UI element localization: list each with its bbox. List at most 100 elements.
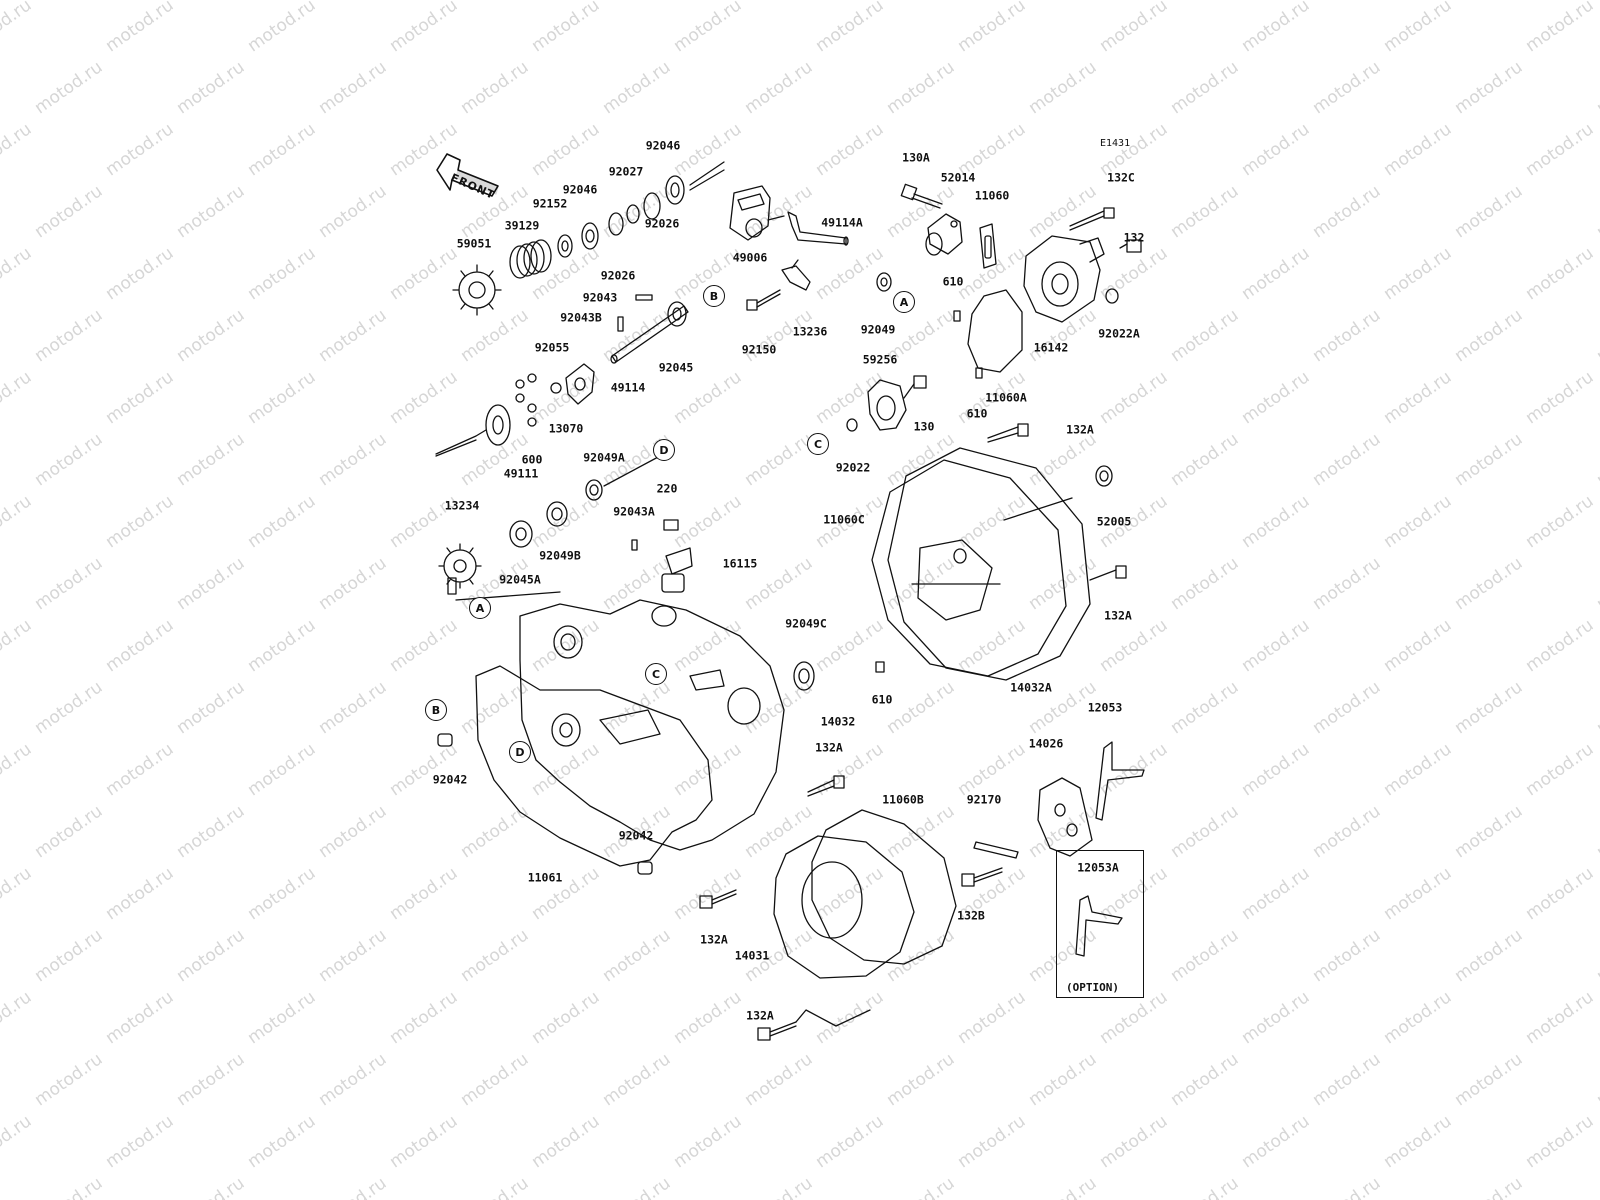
cover-axis-lines [911,497,1073,585]
bolt-132Ad-icon [699,889,737,909]
part-label-p11061: 11061 [527,870,563,885]
pin-92043-icon [635,294,653,301]
gasket-11060B-icon [811,809,957,965]
part-label-p132Ac: 132A [815,740,843,755]
seal-92049B-icon [546,501,568,527]
part-label-p49114A: 49114A [821,215,863,230]
part-label-p92026b: 92026 [600,268,636,283]
part-label-p92022: 92022 [835,460,871,475]
part-label-p132: 132 [1123,230,1145,245]
bolt-132Aa-icon [987,423,1029,443]
part-label-p92042b: 92042 [618,828,654,843]
dowel-92042b-icon [637,861,653,875]
dowel-92042a-icon [437,733,453,747]
part-label-p11060A: 11060A [985,390,1027,405]
pin-92043B-icon [617,316,624,332]
part-label-p49006: 49006 [732,250,768,265]
part-label-p16115: 16115 [722,556,758,571]
part-label-p132C: 132C [1107,170,1135,185]
impeller-13070-icon [565,363,595,405]
bracket-13236-icon [781,259,811,291]
part-label-p132Ab: 132A [1104,608,1132,623]
gasket-11060C-icon [871,459,1067,677]
part-label-p130A: 130A [902,150,930,165]
reference-marker: D [509,741,531,763]
part-label-p52014: 52014 [940,170,976,185]
reference-marker: A [893,291,915,313]
part-label-p16142: 16142 [1033,340,1069,355]
bolt-132B-icon [961,867,1003,887]
part-label-p132Ad: 132A [700,932,728,947]
part-label-p92152: 92152 [532,196,568,211]
part-label-p610a: 610 [942,274,964,289]
seal-52005-icon [1095,465,1113,487]
part-label-p92049B: 92049B [539,548,581,563]
part-label-p13070: 13070 [548,421,584,436]
pin-610a-icon [953,310,961,322]
bolt-92150-icon [746,289,781,311]
part-label-p92046b: 92046 [562,182,598,197]
pump-cover-16142-icon [1023,235,1105,323]
part-label-p92049: 92049 [860,322,896,337]
pin-610b-icon [975,367,983,379]
reference-marker: D [653,439,675,461]
gasket-11061-icon [475,665,713,867]
part-label-p49114: 49114 [610,380,646,395]
part-label-p132Ae: 132A [746,1008,774,1023]
washer-stack-icon [557,175,685,258]
front-arrow-icon [436,153,499,197]
washer-92022-icon [846,418,858,432]
part-label-p600: 600 [521,452,543,467]
part-label-p92170: 92170 [966,792,1002,807]
part-label-p13234: 13234 [444,498,480,513]
governor-49111-icon [435,404,511,457]
part-label-p610b: 610 [966,406,988,421]
bolt-132Ab-icon [1089,565,1127,581]
part-label-p59051: 59051 [456,236,492,251]
part-label-p11060B: 11060B [882,792,924,807]
bolt-132C-icon [1069,207,1115,231]
gear-59051-icon [452,264,502,316]
gasket-11060-icon [979,223,997,269]
part-label-p12053A: 12053A [1077,860,1119,875]
part-label-p92042a: 92042 [432,772,468,787]
reference-marker: B [703,285,725,307]
bolt-220-icon [663,519,679,531]
shaft-49114-icon [610,305,689,364]
part-label-p220: 220 [656,481,678,496]
impeller-59256-icon [867,379,907,431]
part-label-p11060C: 11060C [823,512,865,527]
bolt-132Ae-icon [757,1021,797,1041]
balls-600-icon [515,373,562,427]
shaft-axis-line [689,161,725,191]
part-label-p92150: 92150 [741,342,777,357]
part-label-p52005: 52005 [1096,514,1132,529]
part-label-p92045: 92045 [658,360,694,375]
part-label-p92045A: 92045A [499,572,541,587]
option-box [1056,850,1144,998]
seal-92049A-icon [585,479,603,501]
bolt-130-icon [903,375,927,399]
part-label-p610c: 610 [871,692,893,707]
bolt-132-icon [1119,239,1142,253]
part-label-p59256: 59256 [862,352,898,367]
washer-92022A-icon [1105,288,1119,304]
part-label-p49111: 49111 [503,466,539,481]
part-label-p14032: 14032 [820,714,856,729]
lever-12053-icon [1095,741,1145,821]
part-label-p14031: 14031 [734,948,770,963]
cap-16115-icon [661,547,693,593]
part-label-p92043: 92043 [582,290,618,305]
shaft-49114A-icon [787,211,849,246]
bearing-92045A-icon [509,520,533,548]
pipe-52014-icon [925,213,963,256]
seal-92049C-icon [793,661,815,691]
seal-axis-line [603,455,661,487]
bolt-axis-line [795,1009,871,1027]
pin-610c-icon [875,661,885,673]
part-label-p130: 130 [913,419,935,434]
lever-12053A-icon [1075,895,1123,957]
reference-marker: C [645,663,667,685]
